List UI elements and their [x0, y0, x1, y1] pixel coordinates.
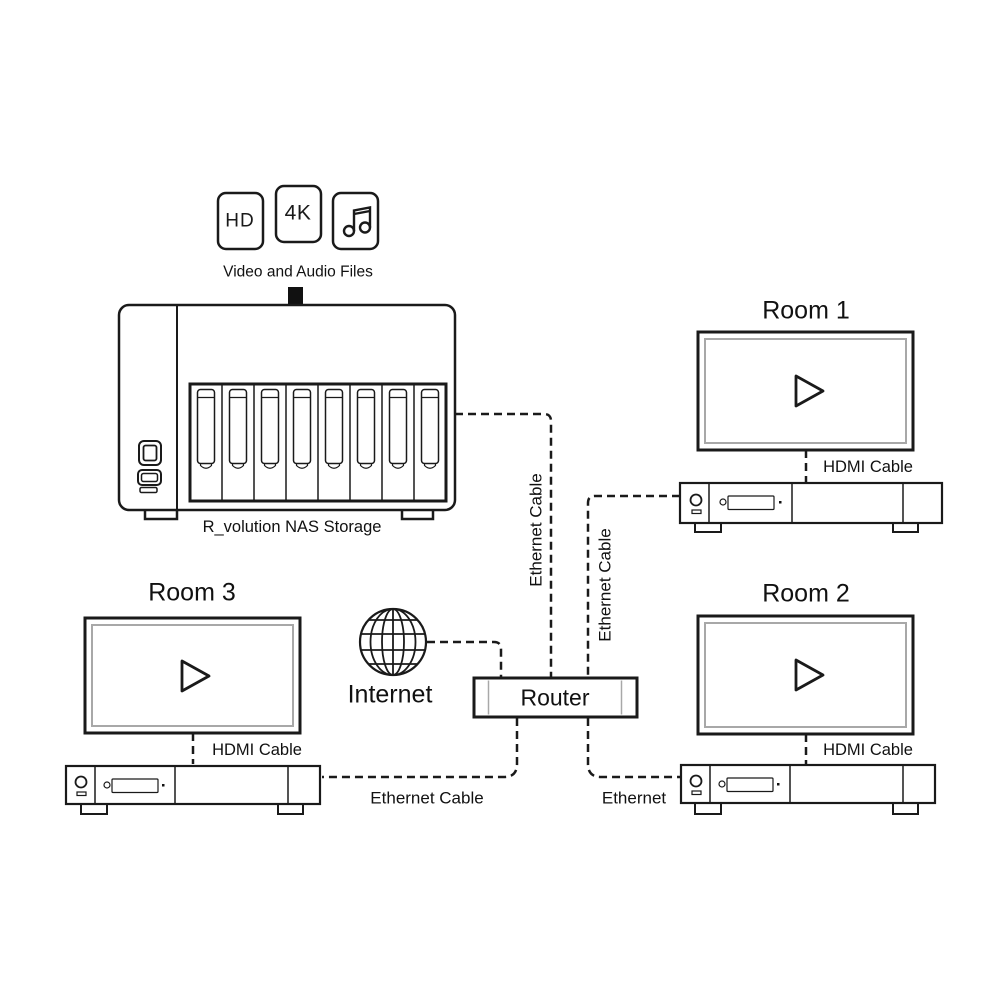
room3-title: Room 3: [148, 578, 236, 607]
drive-bay: [324, 385, 351, 500]
cables-layer: [191, 412, 808, 779]
nas-drive-cage: [188, 382, 448, 503]
drive-bay: [292, 385, 319, 500]
nas-caption: R_volution NAS Storage: [202, 517, 382, 536]
drive-bay: [388, 385, 415, 500]
drive-bay: [260, 385, 287, 500]
media-files-caption: Video and Audio Files: [223, 263, 373, 281]
play-icon: [794, 374, 825, 408]
nas-display: [137, 469, 162, 494]
nas-foot: [400, 509, 435, 521]
router-label: Router: [520, 684, 590, 711]
internet-label: Internet: [347, 680, 433, 709]
ethernet-cable-label-room1: Ethernet Cable: [595, 528, 615, 642]
nas-power-button: [138, 440, 162, 466]
room3-media-player: [64, 764, 322, 815]
cable-router-to-room3: [322, 718, 519, 779]
room2-title: Room 2: [762, 579, 850, 608]
ethernet-cable-label-room3: Ethernet Cable: [370, 788, 484, 808]
play-icon: [180, 659, 211, 693]
room3-tv: [83, 616, 302, 735]
cable-internet-to-router: [427, 640, 503, 678]
room2-media-player: [679, 763, 937, 815]
room1-media-player: [678, 481, 944, 533]
room1-tv: [696, 330, 915, 452]
router-device: [472, 676, 639, 719]
cable-room1-to-router: [586, 494, 680, 678]
drive-bay: [420, 388, 440, 469]
hd-badge-label: HD: [225, 210, 255, 232]
drive-bay: [356, 385, 383, 500]
music-file-icon: [331, 191, 380, 251]
nas-device: [117, 303, 457, 521]
play-icon: [794, 658, 825, 692]
room2-hdmi-label: HDMI Cable: [823, 740, 913, 759]
nas-foot: [143, 509, 179, 521]
cable-nas-to-router: [455, 412, 553, 678]
ethernet-label-room2: Ethernet: [601, 788, 667, 808]
room1-hdmi-label: HDMI Cable: [823, 457, 913, 476]
drive-bay: [228, 385, 255, 500]
music-note-icon: [342, 206, 372, 238]
hd-file-icon: [216, 191, 265, 251]
internet-globe-icon: [358, 607, 428, 677]
room2-tv: [696, 614, 915, 736]
4k-file-icon: [274, 184, 323, 244]
cable-router-to-room2: [586, 718, 681, 779]
room3-hdmi-label: HDMI Cable: [212, 740, 302, 759]
drive-bay: [196, 385, 223, 500]
4k-badge-label: 4K: [284, 201, 312, 225]
ethernet-cable-label-nas: Ethernet Cable: [526, 473, 546, 587]
room1-title: Room 1: [762, 296, 850, 325]
